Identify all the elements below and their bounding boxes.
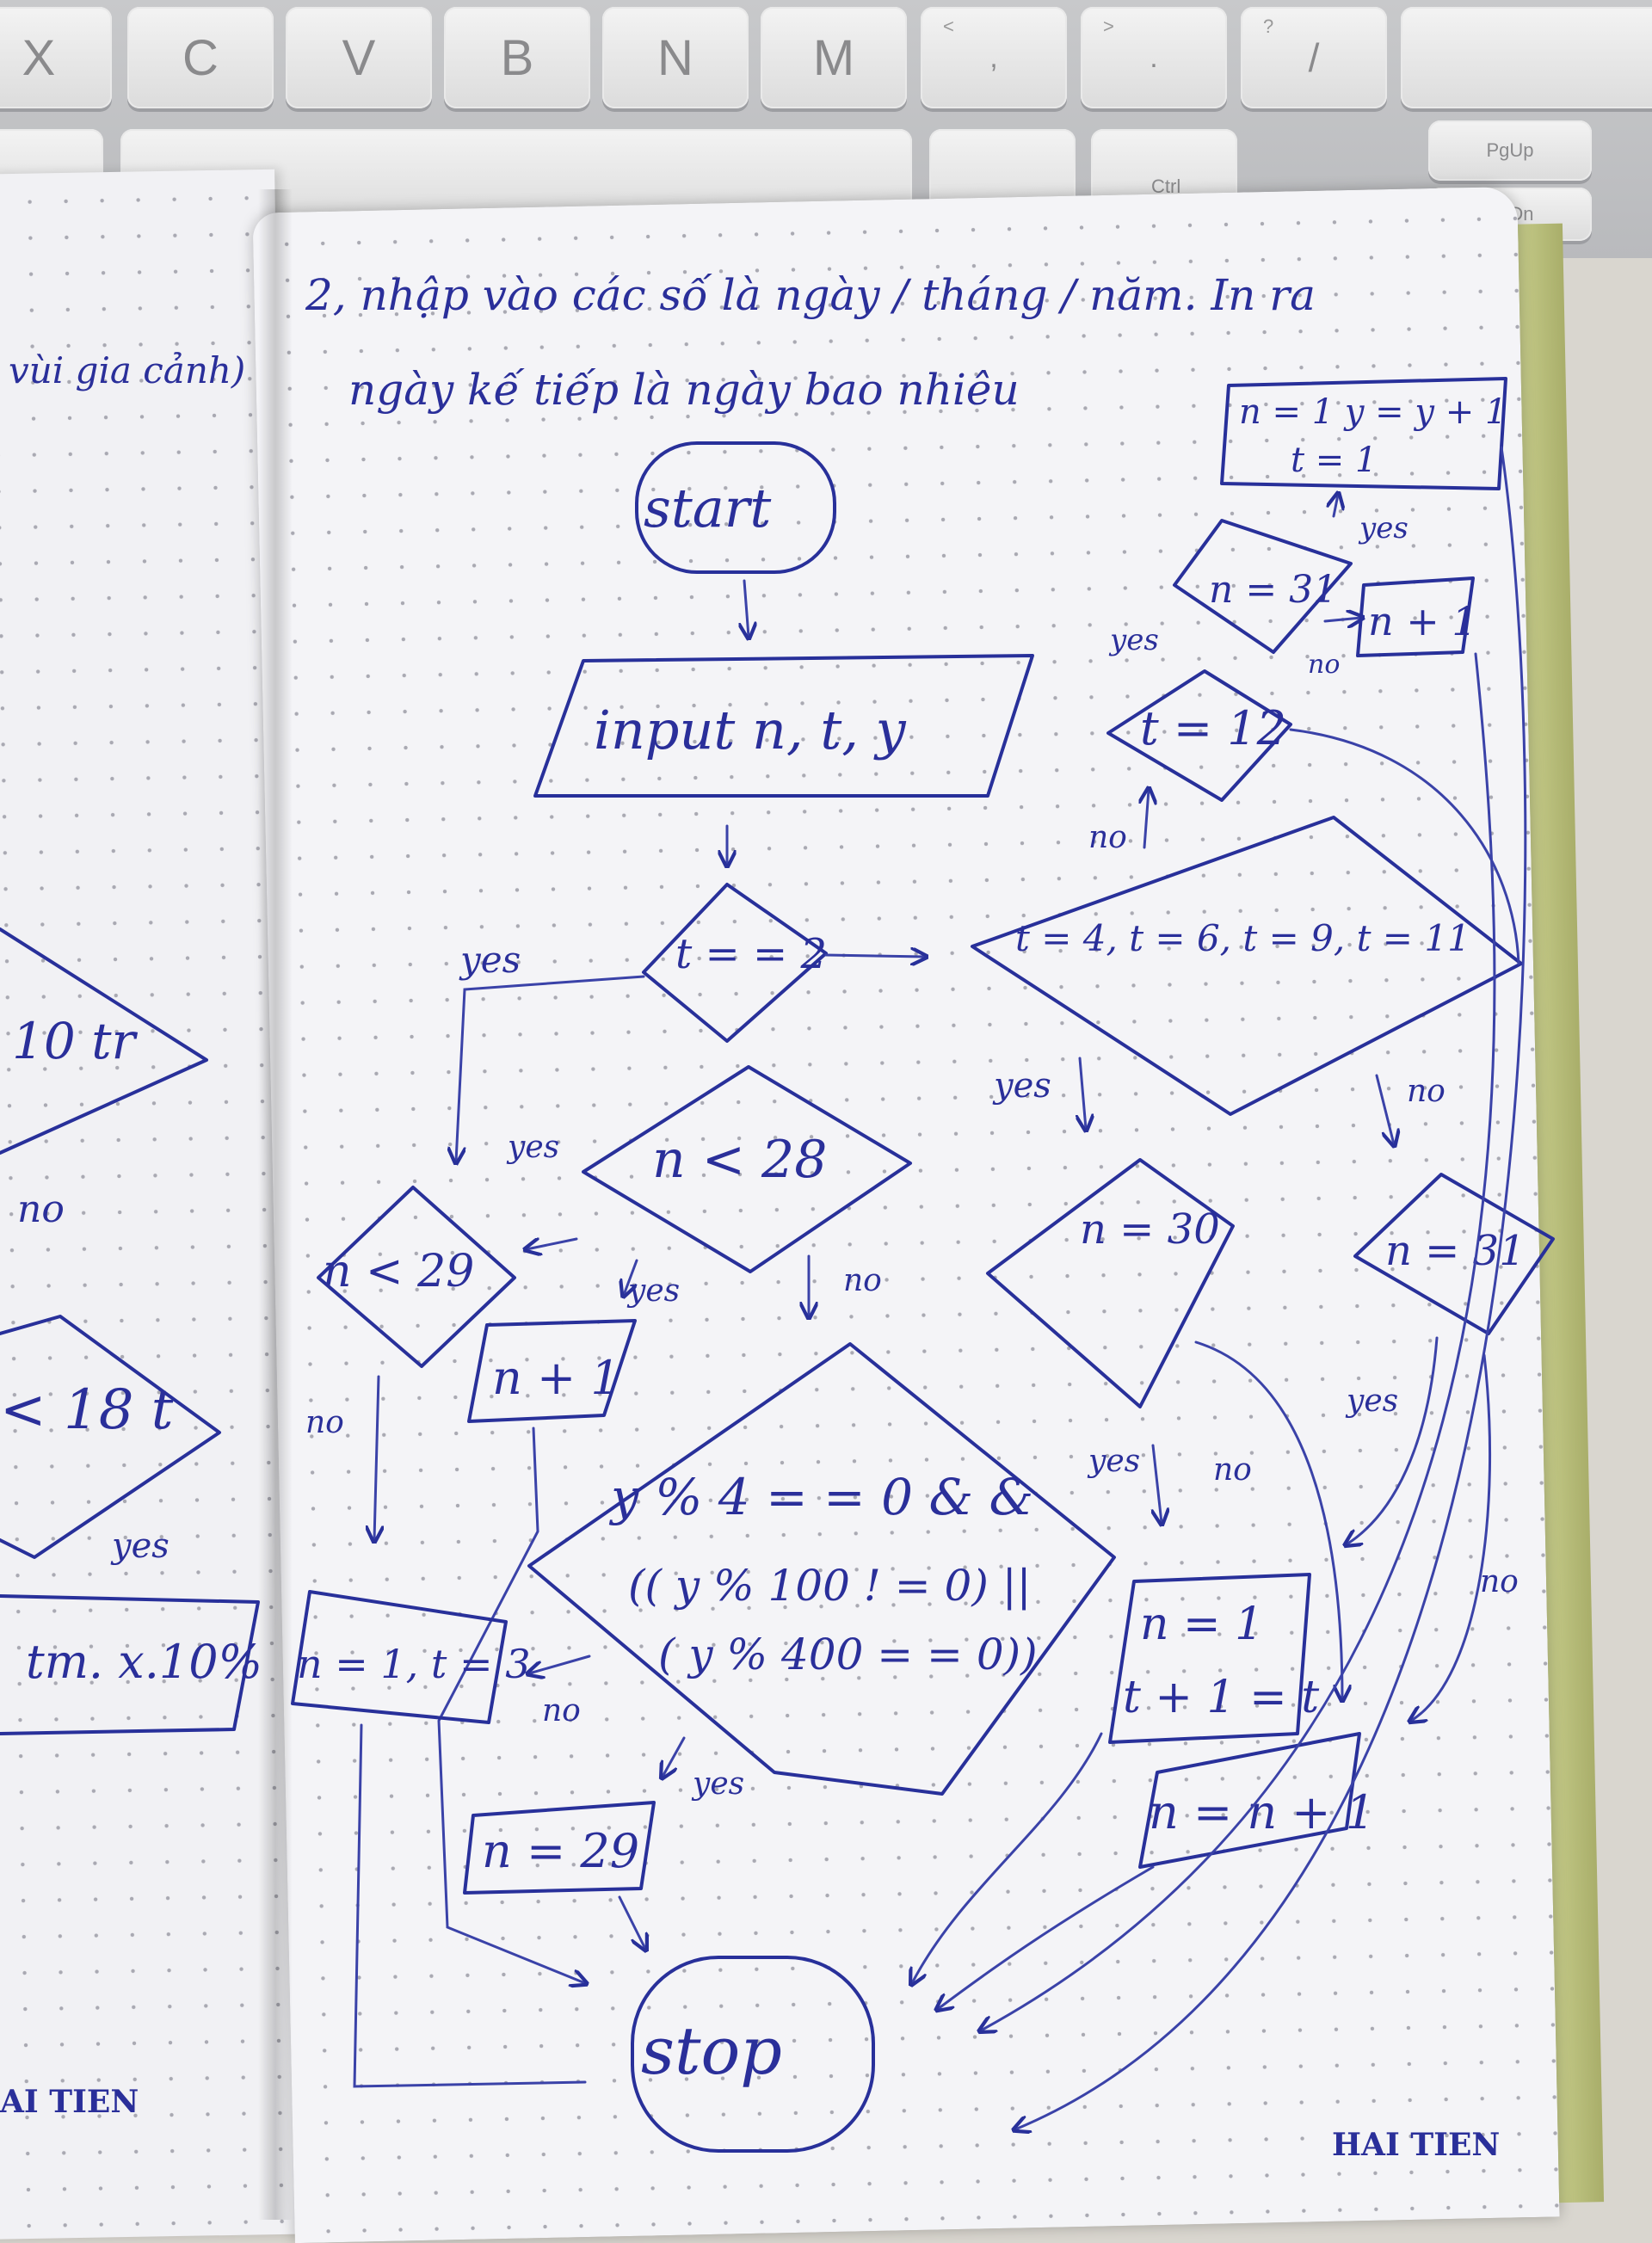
svg-text:n = 1, t = 3: n = 1, t = 3 <box>297 1641 530 1687</box>
label-yes-6: yes <box>1087 1444 1140 1479</box>
start-node: start <box>635 441 836 574</box>
stop-node: stop <box>631 1956 875 2153</box>
left-page-fragments: vùi gia cảnh) 10 tr no < 18 t yes tm. x.… <box>0 349 262 2120</box>
decision-t-eq-12: t = 12 <box>1106 669 1292 802</box>
left-diamond-2 <box>0 1315 221 1559</box>
label-yes-7: yes <box>1345 1383 1398 1419</box>
left-fragment-4: < 18 t <box>0 1378 174 1442</box>
label-no-7: no <box>1088 820 1127 855</box>
decision-n-eq-30: n = 30 <box>986 1158 1235 1408</box>
label-yes-4: yes <box>691 1766 744 1802</box>
svg-text:input n, t, y: input n, t, y <box>594 699 907 761</box>
left-diamond-1 <box>0 927 208 1155</box>
key-b: B <box>444 7 590 108</box>
label-yes-8: yes <box>1108 623 1159 657</box>
label-no-5: no <box>1213 1452 1252 1488</box>
svg-text:n < 29: n < 29 <box>323 1246 474 1297</box>
left-box <box>0 1594 260 1735</box>
key-shift <box>1401 7 1652 108</box>
svg-text:(( y % 100 ! = 0) ||: (( y % 100 ! = 0) || <box>628 1561 1031 1611</box>
key-slash: ?/ <box>1241 7 1387 108</box>
key-comma: <, <box>921 7 1067 108</box>
svg-text:t + 1 = t: t + 1 = t <box>1123 1672 1319 1723</box>
decision-n-lt-28: n < 28 <box>582 1065 912 1273</box>
process-n1-t-inc: n = 1 t + 1 = t <box>1108 1573 1319 1744</box>
decision-t-eq-2: t = = 2 <box>642 883 828 1043</box>
label-no-1: no <box>843 1263 882 1298</box>
decision-leap-year: y % 4 = = 0 & & (( y % 100 ! = 0) || ( y… <box>527 1342 1116 1796</box>
heading-line-1: 2, nhập vào các số là ngày / tháng / năm… <box>305 270 1316 320</box>
decision-30-day-months: t = 4, t = 6, t = 9, t = 11 <box>971 816 1523 1116</box>
svg-text:n = 1 y = y + 1: n = 1 y = y + 1 <box>1239 392 1507 432</box>
svg-text:n + 1: n + 1 <box>492 1351 620 1405</box>
svg-text:n = 29: n = 29 <box>482 1824 639 1878</box>
process-n-eq-29: n = 29 <box>463 1801 656 1895</box>
key-period: >. <box>1081 7 1227 108</box>
svg-text:n = 1: n = 1 <box>1140 1599 1263 1650</box>
label-no-3: no <box>542 1693 581 1728</box>
svg-text:t = 1: t = 1 <box>1291 441 1377 480</box>
svg-text:start: start <box>644 477 771 539</box>
left-fragment-6: tm. x.10% <box>26 1635 262 1689</box>
decision-n-eq-31-right: n = 31 <box>1353 1173 1555 1335</box>
label-no-6: no <box>1480 1564 1519 1599</box>
svg-text:n + 1: n + 1 <box>1368 598 1477 644</box>
svg-text:n < 28: n < 28 <box>652 1130 827 1190</box>
svg-text:t = = 2: t = = 2 <box>675 930 827 978</box>
input-node: input n, t, y <box>533 654 1034 798</box>
label-no-8: no <box>1308 650 1340 680</box>
key-pgup: PgUp <box>1428 120 1592 181</box>
svg-text:stop: stop <box>641 2012 782 2089</box>
notebook-gutter <box>258 189 293 2220</box>
right-brand: HAI TIEN <box>1332 2127 1500 2163</box>
label-yes-1: yes <box>459 939 521 981</box>
process-n1-t3: n = 1, t = 3 <box>291 1590 530 1724</box>
svg-text:y % 4 = = 0 & &: y % 4 = = 0 & & <box>608 1468 1033 1526</box>
label-yes-9: yes <box>1358 511 1409 545</box>
process-n-plus-1-b: n + 1 <box>1356 576 1477 657</box>
decision-n-eq-31-top: n = 31 <box>1173 519 1353 654</box>
svg-text:t = 12: t = 12 <box>1140 701 1286 755</box>
label-yes-2: yes <box>506 1130 559 1165</box>
left-fragment-3: no <box>17 1187 65 1231</box>
left-brand: AI TIEN <box>0 2084 139 2120</box>
key-m: M <box>761 7 907 108</box>
left-fragment-2: 10 tr <box>12 1012 139 1070</box>
process-n-plus-1-a: n + 1 <box>467 1319 637 1423</box>
svg-text:n = 31: n = 31 <box>1385 1227 1526 1275</box>
key-x: X <box>0 7 112 108</box>
svg-text:t = 4, t = 6, t = 9, t = 11: t = 4, t = 6, t = 9, t = 11 <box>1015 917 1470 959</box>
label-yes-5: yes <box>992 1066 1051 1106</box>
label-no-2: no <box>305 1405 344 1440</box>
left-fragment-1: vùi gia cảnh) <box>9 349 245 391</box>
key-c: C <box>127 7 274 108</box>
left-fragment-5: yes <box>110 1526 170 1566</box>
heading-line-2: ngày kế tiếp là ngày bao nhiêu <box>348 365 1020 415</box>
label-no-4: no <box>1407 1074 1446 1109</box>
process-reset-year: n = 1 y = y + 1 t = 1 <box>1220 377 1507 490</box>
key-v: V <box>286 7 432 108</box>
key-n: N <box>602 7 749 108</box>
svg-text:n = 30: n = 30 <box>1080 1205 1220 1254</box>
svg-text:( y % 400 = = 0)): ( y % 400 = = 0)) <box>658 1630 1038 1679</box>
decision-n-lt-29: n < 29 <box>317 1186 516 1368</box>
label-yes-3: yes <box>626 1273 680 1309</box>
svg-text:n = 31: n = 31 <box>1209 568 1337 612</box>
